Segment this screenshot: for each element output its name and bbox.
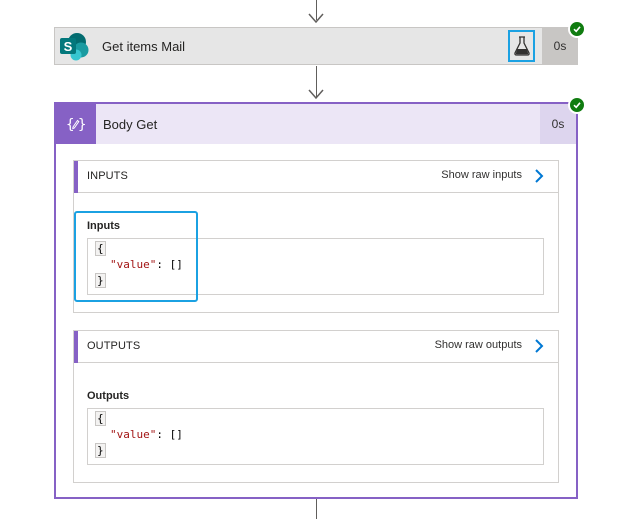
outputs-code-box[interactable]: { "value": [] } <box>87 408 544 465</box>
show-raw-inputs-link[interactable]: Show raw inputs <box>441 169 522 181</box>
chevron-right-icon[interactable] <box>534 338 544 354</box>
connector-line-middle <box>316 66 317 97</box>
svg-text:S: S <box>64 39 73 54</box>
arrow-down-icon <box>308 89 324 100</box>
section-accent-bar <box>74 161 78 193</box>
code-value: : [] <box>156 258 183 271</box>
code-brace-close: } <box>95 443 106 458</box>
chevron-right-icon[interactable] <box>534 168 544 184</box>
svg-text:}: } <box>78 117 86 133</box>
action-title: Get items Mail <box>102 39 186 54</box>
sharepoint-icon: S <box>60 33 89 61</box>
inputs-code-box[interactable]: { "value": [] } <box>87 238 544 295</box>
svg-text:{: { <box>66 117 74 133</box>
code-key: "value" <box>110 428 157 441</box>
outputs-section: OUTPUTS Show raw outputs Outputs { "valu… <box>73 330 559 483</box>
inputs-field-label: Inputs <box>87 220 120 232</box>
outputs-section-header: OUTPUTS Show raw outputs <box>74 331 558 363</box>
section-title: OUTPUTS <box>87 340 141 352</box>
action-header[interactable]: { } Body Get 0s <box>56 104 576 144</box>
inputs-highlight-box <box>74 211 198 302</box>
flask-icon <box>513 36 530 56</box>
show-raw-outputs-link[interactable]: Show raw outputs <box>434 339 522 351</box>
inputs-section: INPUTS Show raw inputs Inputs { "value":… <box>73 160 559 313</box>
success-check-icon <box>568 96 586 114</box>
section-title: INPUTS <box>87 170 128 182</box>
compose-icon: { } <box>56 104 96 144</box>
code-brace-open: { <box>95 241 106 256</box>
code-key: "value" <box>110 258 157 271</box>
section-accent-bar <box>74 331 78 363</box>
action-title: Body Get <box>103 117 158 132</box>
arrow-down-icon <box>308 13 324 24</box>
action-card-get-items[interactable]: S Get items Mail 0s <box>54 27 578 65</box>
code-value: : [] <box>156 428 183 441</box>
code-brace-close: } <box>95 273 106 288</box>
test-flask-button[interactable] <box>508 30 535 62</box>
success-check-icon <box>568 20 586 38</box>
inputs-section-header: INPUTS Show raw inputs <box>74 161 558 193</box>
code-brace-open: { <box>95 411 106 426</box>
outputs-field-label: Outputs <box>87 390 130 402</box>
connector-line-bottom <box>316 499 317 519</box>
connector-line-top <box>316 0 317 20</box>
duration-badge: 0s <box>540 104 576 144</box>
